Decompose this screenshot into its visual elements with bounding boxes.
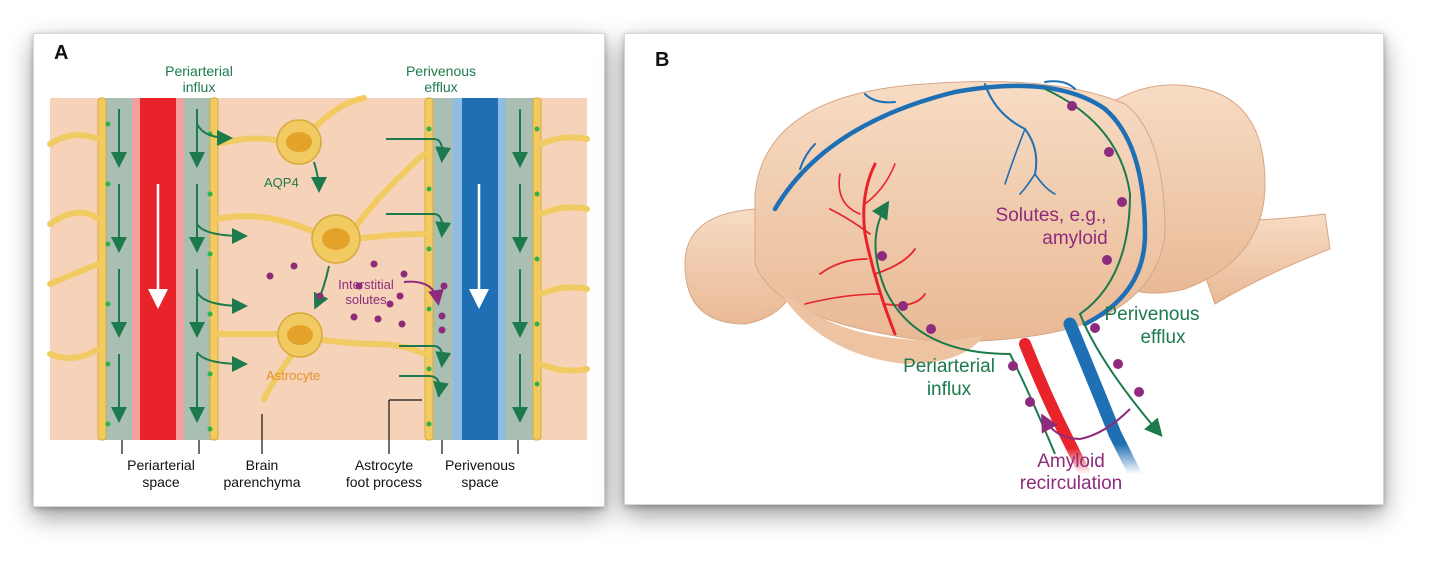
brain-parenchyma-label-line2: parenchyma bbox=[223, 474, 300, 490]
interstitial-solute-dots bbox=[266, 260, 448, 334]
afferent-artery bbox=[1019, 338, 1091, 480]
astrocyte-cells bbox=[276, 119, 361, 358]
perivenous-space-label-line1: Perivenous bbox=[445, 457, 515, 473]
astrocyte-endfeet bbox=[97, 97, 542, 441]
solute-efflux-arrow bbox=[403, 280, 444, 306]
periarterial-space-label-line2: space bbox=[142, 474, 180, 490]
periarterial-space-label-line1: Periarterial bbox=[127, 457, 195, 473]
astrocyte-label: Astrocyte bbox=[266, 368, 320, 383]
brain-parenchyma-label-line1: Brain bbox=[246, 457, 279, 473]
panel-b-diagram: B bbox=[655, 49, 1331, 494]
interstitial-label-line1: Interstitial bbox=[338, 277, 394, 292]
solutes-label-line1: Solutes, e.g., bbox=[996, 205, 1107, 226]
ventral-cortex bbox=[775, 284, 985, 364]
perivenous-efflux-label-line2: efflux bbox=[424, 79, 457, 95]
aqp4-label: AQP4 bbox=[264, 175, 299, 190]
efferent-vein bbox=[1063, 317, 1142, 481]
panel-b-letter: B bbox=[655, 49, 669, 71]
cerebrum bbox=[754, 81, 1166, 342]
perivenous-efflux-label-line2: efflux bbox=[1140, 327, 1186, 348]
panel-a-letter: A bbox=[54, 42, 68, 64]
aqp4-channels bbox=[105, 121, 540, 432]
amyloid-recirculation-label-line1: Amyloid bbox=[1037, 451, 1105, 472]
panel-a-diagram: A bbox=[47, 42, 590, 490]
periarterial-influx-label-line1: Periarterial bbox=[165, 63, 233, 79]
amyloid-recirculation-label-line2: recirculation bbox=[1020, 473, 1122, 494]
astrocyte-foot-label-line1: Astrocyte bbox=[355, 457, 414, 473]
label-leader-lines bbox=[121, 399, 519, 454]
amyloid-recirculation-arrow bbox=[1041, 408, 1131, 441]
solutes-label-line2: amyloid bbox=[1042, 228, 1107, 249]
periarterial-influx-label-line1: Periarterial bbox=[903, 356, 995, 377]
csf-flow-arrows bbox=[111, 109, 528, 423]
perivenous-efflux-label-line1: Perivenous bbox=[1104, 304, 1199, 325]
panel-b-whole-brain: B bbox=[624, 33, 1384, 505]
amyloid-solute-dots bbox=[877, 101, 1144, 407]
cortical-veins bbox=[772, 80, 1148, 327]
periarterial-influx-label-line2: influx bbox=[183, 79, 216, 95]
interstitial-label-line2: solutes bbox=[345, 292, 387, 307]
perivenous-space-label-line2: space bbox=[461, 474, 499, 490]
perivenous-efflux-label-line1: Perivenous bbox=[406, 63, 476, 79]
periarterial-influx-label-line2: influx bbox=[927, 379, 972, 400]
astrocyte-foot-label-line2: foot process bbox=[346, 474, 422, 490]
panel-a-glymphatic-detail: A bbox=[33, 33, 605, 507]
